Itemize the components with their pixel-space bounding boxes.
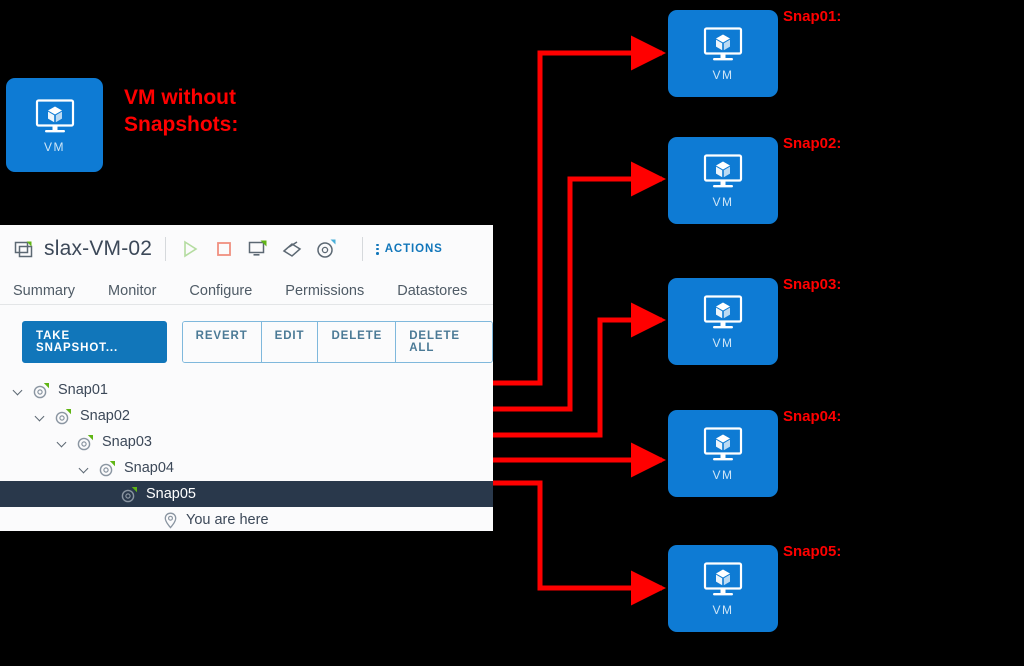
snapshot-icon xyxy=(54,408,73,425)
take-snapshot-icon[interactable] xyxy=(315,238,337,260)
vm-tile-label: VM xyxy=(44,139,65,154)
snapshot-icon xyxy=(32,382,51,399)
snapshot-name: Snap01 xyxy=(58,382,108,398)
snapshot-caption-5: Snap05: xyxy=(783,543,842,560)
snapshot-tree-row[interactable]: Snap02 xyxy=(0,403,493,429)
chevron-down-icon[interactable] xyxy=(12,384,25,397)
snapshot-name: Snap02 xyxy=(80,408,130,424)
tab-datastores[interactable]: Datastores xyxy=(397,283,468,299)
vm-monitor-icon xyxy=(696,427,750,467)
snapshot-tree-row[interactable]: Snap05 xyxy=(0,481,493,507)
kebab-icon xyxy=(376,243,379,255)
vm-tile-label: VM xyxy=(712,336,734,350)
vm-tile-snapshot-2: VM xyxy=(668,137,778,224)
delete-all-button[interactable]: DELETE ALL xyxy=(396,322,492,362)
snapshot-caption-3: Snap03: xyxy=(783,276,842,293)
vm-tile-no-snapshots: VM xyxy=(6,78,103,172)
power-off-icon[interactable] xyxy=(213,238,235,260)
snapshot-tree: Snap01 Snap02 Snap03 Snap04 Snap05 xyxy=(0,377,493,533)
vm-tile-label: VM xyxy=(712,68,734,82)
chevron-down-icon[interactable] xyxy=(34,410,47,423)
snapshot-name: Snap04 xyxy=(124,460,174,476)
tab-permissions[interactable]: Permissions xyxy=(285,283,365,299)
you-are-here-label: You are here xyxy=(186,512,269,528)
take-snapshot-button[interactable]: TAKE SNAPSHOT... xyxy=(22,321,167,363)
vm-tile-snapshot-5: VM xyxy=(668,545,778,632)
panel-header: slax-VM-02 xyxy=(0,225,493,273)
edit-button[interactable]: EDIT xyxy=(261,322,319,362)
legend-caption: VM without Snapshots: xyxy=(124,86,239,136)
map-pin-icon xyxy=(163,512,178,529)
snapshot-caption-1: Snap01: xyxy=(783,8,842,25)
vm-tile-label: VM xyxy=(712,195,734,209)
header-divider xyxy=(165,237,167,261)
vm-tile-snapshot-3: VM xyxy=(668,278,778,365)
vm-tile-snapshot-4: VM xyxy=(668,410,778,497)
vm-tile-label: VM xyxy=(712,468,734,482)
snapshot-tree-row[interactable]: Snap01 xyxy=(0,377,493,403)
vm-tile-label: VM xyxy=(712,603,734,617)
delete-button[interactable]: DELETE xyxy=(318,322,397,362)
actions-menu[interactable]: ACTIONS xyxy=(376,243,443,255)
actions-label: ACTIONS xyxy=(384,243,443,255)
tab-bar: Summary Monitor Configure Permissions Datast… xyxy=(0,273,493,305)
revert-button[interactable]: REVERT xyxy=(182,322,262,362)
snapshot-name: Snap05 xyxy=(146,486,196,502)
page-title: slax-VM-02 xyxy=(44,237,153,260)
vm-monitor-icon xyxy=(696,295,750,335)
snapshot-tree-row[interactable]: Snap04 xyxy=(0,455,493,481)
tab-summary[interactable]: Summary xyxy=(13,283,76,299)
snapshot-caption-2: Snap02: xyxy=(783,135,842,152)
migrate-icon[interactable] xyxy=(281,238,303,260)
vm-badge-icon xyxy=(13,238,35,260)
vm-monitor-icon xyxy=(28,98,82,139)
vsphere-vm-panel: slax-VM-02 xyxy=(0,225,493,531)
chevron-down-icon[interactable] xyxy=(56,436,69,449)
vm-monitor-icon xyxy=(696,154,750,194)
snapshot-icon xyxy=(76,434,95,451)
you-are-here-row: You are here xyxy=(0,507,493,533)
snapshot-icon xyxy=(120,486,139,503)
vm-tile-snapshot-1: VM xyxy=(668,10,778,97)
snapshot-icon xyxy=(98,460,117,477)
launch-console-icon[interactable] xyxy=(247,238,269,260)
tab-monitor[interactable]: Monitor xyxy=(108,283,157,299)
vm-monitor-icon xyxy=(696,27,750,67)
chevron-down-icon[interactable] xyxy=(78,462,91,475)
header-divider-2 xyxy=(362,237,364,261)
tab-configure[interactable]: Configure xyxy=(189,283,253,299)
power-on-icon[interactable] xyxy=(179,238,201,260)
vm-monitor-icon xyxy=(696,562,750,602)
snapshot-name: Snap03 xyxy=(102,434,152,450)
snapshot-caption-4: Snap04: xyxy=(783,408,842,425)
snapshot-tree-row[interactable]: Snap03 xyxy=(0,429,493,455)
